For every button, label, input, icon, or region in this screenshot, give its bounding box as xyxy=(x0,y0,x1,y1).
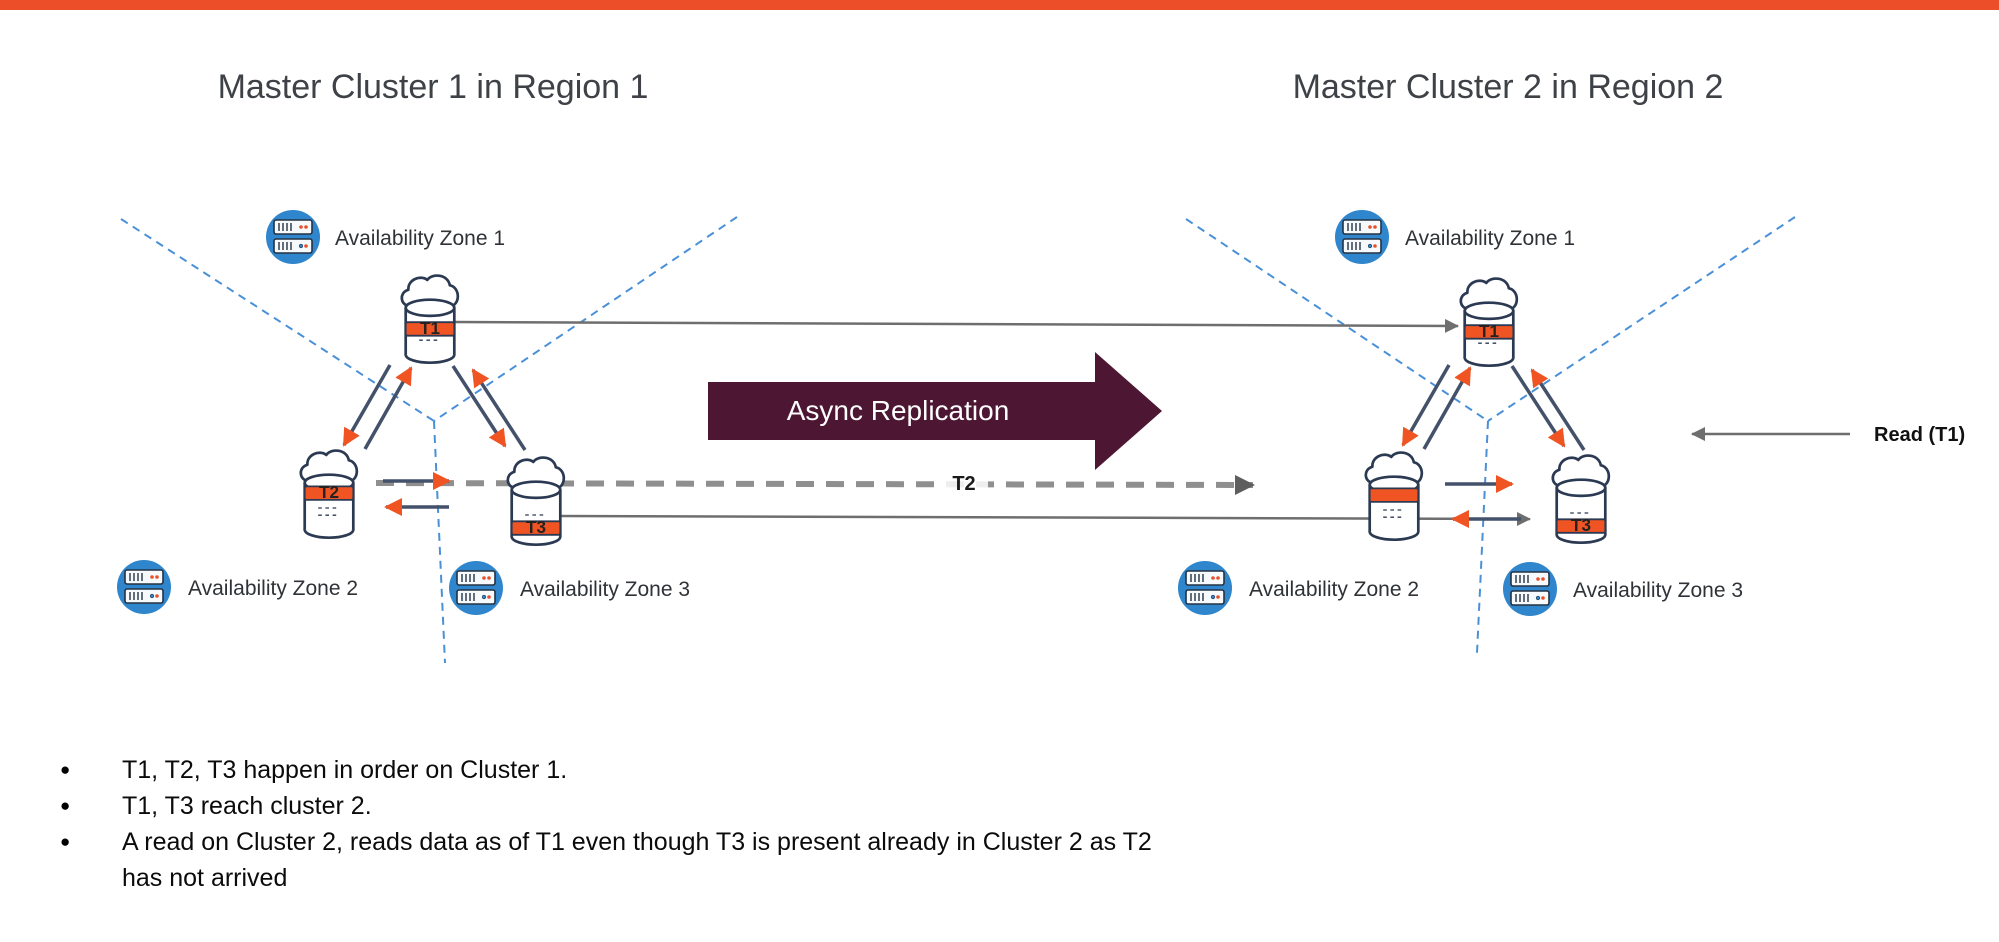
t1-replication-arrow xyxy=(453,318,1459,333)
db-node-right-t3: T3 xyxy=(1551,454,1611,545)
node-label-t1: T1 xyxy=(420,319,440,338)
notes-list: T1, T2, T3 happen in order on Cluster 1.… xyxy=(58,752,1578,896)
t3-replication-arrow xyxy=(559,511,1531,526)
db-node-right-t1: T1 xyxy=(1459,277,1519,368)
left-intra-cluster-arrows xyxy=(342,364,527,516)
right-cluster-title: Master Cluster 2 in Region 2 xyxy=(1292,68,1724,106)
server-icon xyxy=(265,209,321,265)
server-icon xyxy=(448,560,504,616)
note-item-2: T1, T3 reach cluster 2. xyxy=(58,788,1578,824)
az-label: Availability Zone 2 xyxy=(1249,578,1419,601)
db-node-right-bottom-left xyxy=(1364,451,1424,542)
left-cluster-title: Master Cluster 1 in Region 1 xyxy=(217,68,649,106)
right-az3: Availability Zone 3 xyxy=(1502,561,1743,617)
async-replication-label: Async Replication xyxy=(787,395,1010,426)
svg-text:T2: T2 xyxy=(952,473,975,495)
t2-inflight-label: T2 xyxy=(940,469,988,496)
note-item-1: T1, T2, T3 happen in order on Cluster 1. xyxy=(58,752,1578,788)
server-icon xyxy=(116,559,172,615)
t2-inflight-dashed-arrow xyxy=(375,474,1255,495)
az-label: Availability Zone 1 xyxy=(1405,227,1575,250)
left-az1: Availability Zone 1 xyxy=(265,209,505,265)
read-t1-arrow: Read (T1) xyxy=(1691,424,1965,446)
node-label-t2: T2 xyxy=(319,483,339,502)
server-icon xyxy=(1334,209,1390,265)
az-label: Availability Zone 1 xyxy=(335,227,505,250)
left-zone-boundaries xyxy=(120,216,738,664)
async-replication-arrow: Async Replication xyxy=(708,352,1162,470)
server-icon xyxy=(1177,560,1233,616)
left-az2: Availability Zone 2 xyxy=(116,559,358,615)
az-label: Availability Zone 2 xyxy=(188,577,358,600)
right-intra-cluster-arrows xyxy=(1401,364,1586,528)
az-label: Availability Zone 3 xyxy=(1573,579,1743,602)
node-label-right-t1: T1 xyxy=(1479,322,1499,341)
right-zone-boundaries xyxy=(1185,216,1796,654)
server-icon xyxy=(1502,561,1558,617)
node-label-right-t3: T3 xyxy=(1571,516,1591,535)
note-item-3: A read on Cluster 2, reads data as of T1… xyxy=(58,824,1578,896)
db-node-left-t2: T2 xyxy=(299,449,359,540)
az-label: Availability Zone 3 xyxy=(520,578,690,601)
db-node-left-t1: T1 xyxy=(400,274,460,365)
right-az2: Availability Zone 2 xyxy=(1177,560,1419,616)
right-az1: Availability Zone 1 xyxy=(1334,209,1575,265)
db-node-left-t3: T3 xyxy=(506,456,566,547)
left-az3: Availability Zone 3 xyxy=(448,560,690,616)
accent-top-bar xyxy=(0,0,1999,10)
read-t1-label: Read (T1) xyxy=(1874,424,1965,446)
node-label-t3: T3 xyxy=(526,518,546,537)
